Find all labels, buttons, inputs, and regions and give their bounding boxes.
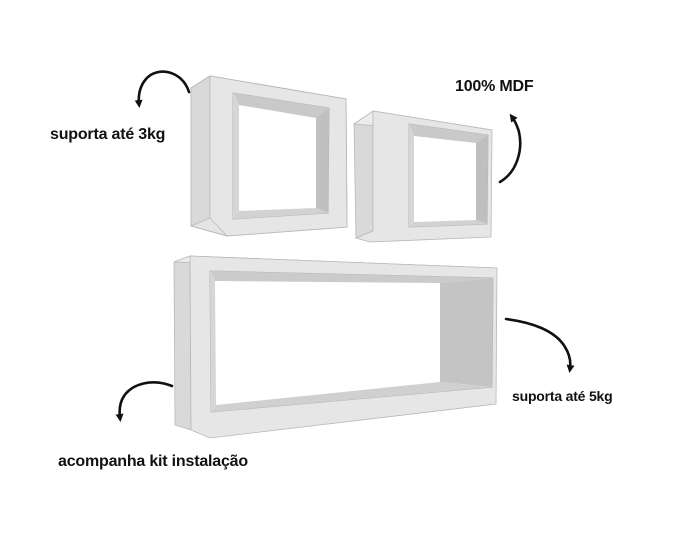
- curved-arrow-icon: [134, 70, 191, 108]
- installation-kit-label: acompanha kit instalação: [58, 453, 248, 470]
- curved-arrow-icon: [504, 317, 575, 373]
- rectangular-niche: [173, 255, 498, 439]
- curved-arrow-icon: [115, 381, 174, 422]
- small-cube-capacity-label: suporta até 3kg: [50, 126, 166, 143]
- material-label: 100% MDF: [455, 78, 534, 95]
- large-niche-capacity-label: suporta até 5kg: [512, 388, 613, 404]
- curved-arrow-icon: [498, 113, 522, 184]
- square-niche-right: [352, 110, 493, 243]
- square-niche-left: [189, 75, 348, 237]
